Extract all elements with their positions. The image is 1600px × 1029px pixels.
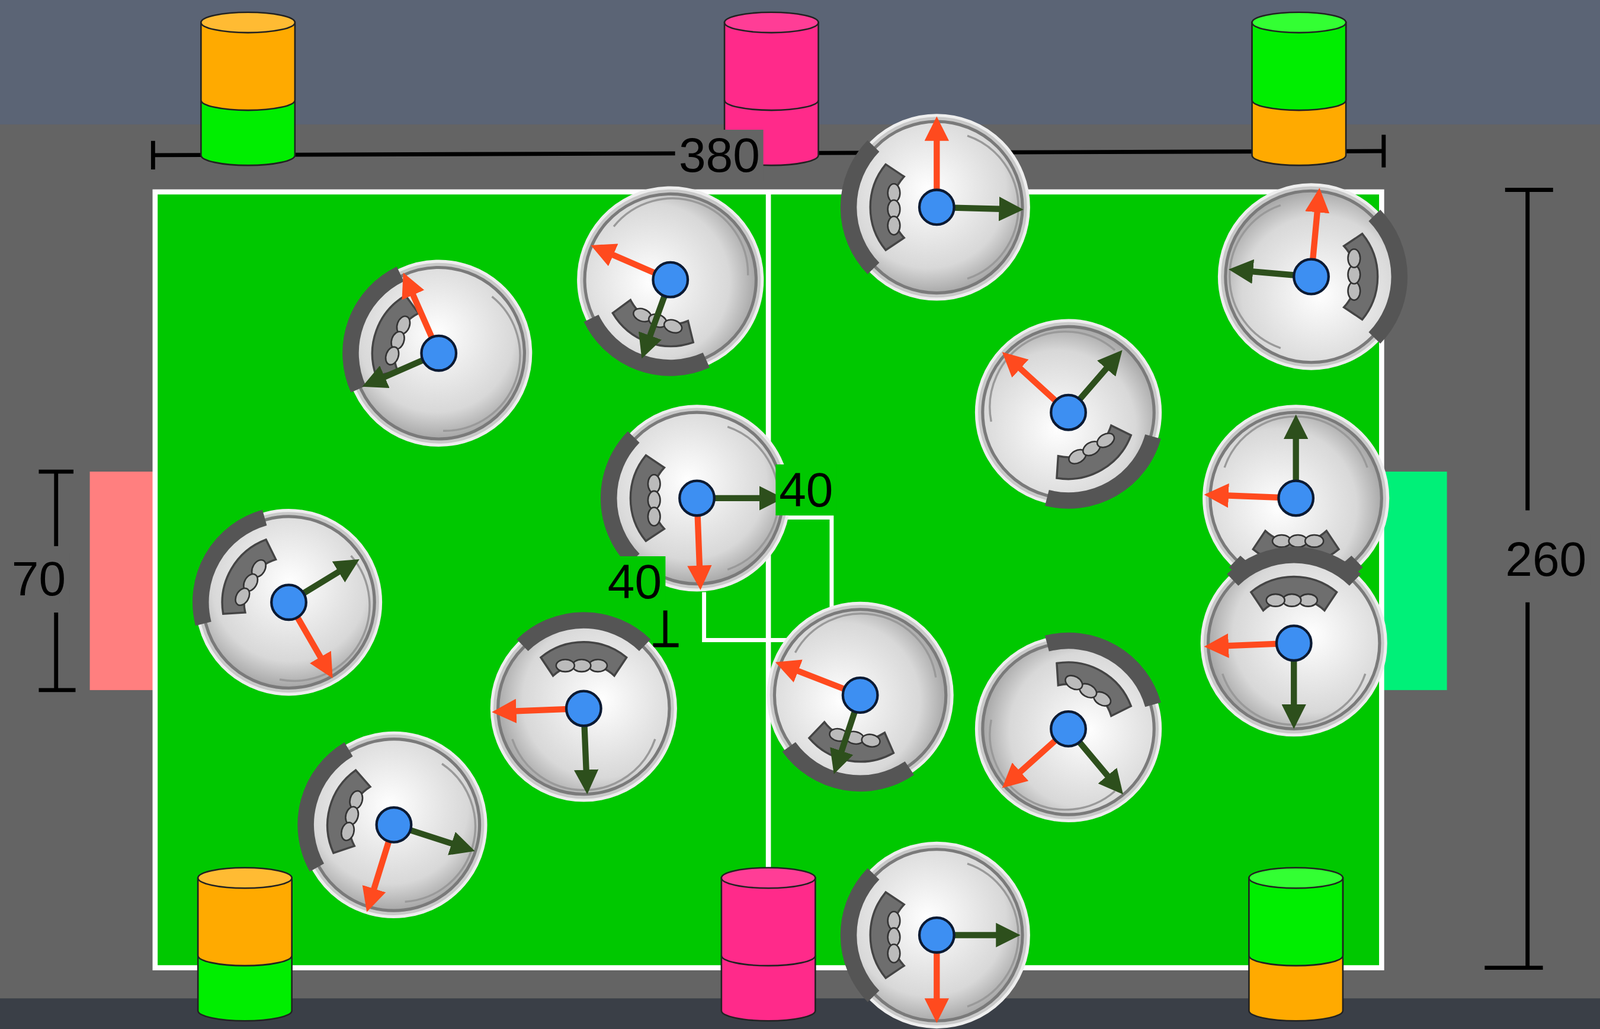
roomba-robots (163, 115, 1404, 1028)
dimension-label: 260 (1501, 533, 1590, 585)
dimension-label: 70 (8, 553, 70, 605)
robot-centers (271, 190, 1329, 953)
corner-cylinders (197, 12, 1346, 1022)
dimension-label: 40 (604, 556, 666, 608)
dimension-lines (38, 134, 1553, 968)
dimension-label: 380 (675, 129, 764, 181)
soccer-field (155, 191, 1383, 968)
dimension-label: 40 (775, 464, 837, 516)
center-line (765, 191, 772, 968)
orientation-arrows (288, 128, 1319, 1011)
